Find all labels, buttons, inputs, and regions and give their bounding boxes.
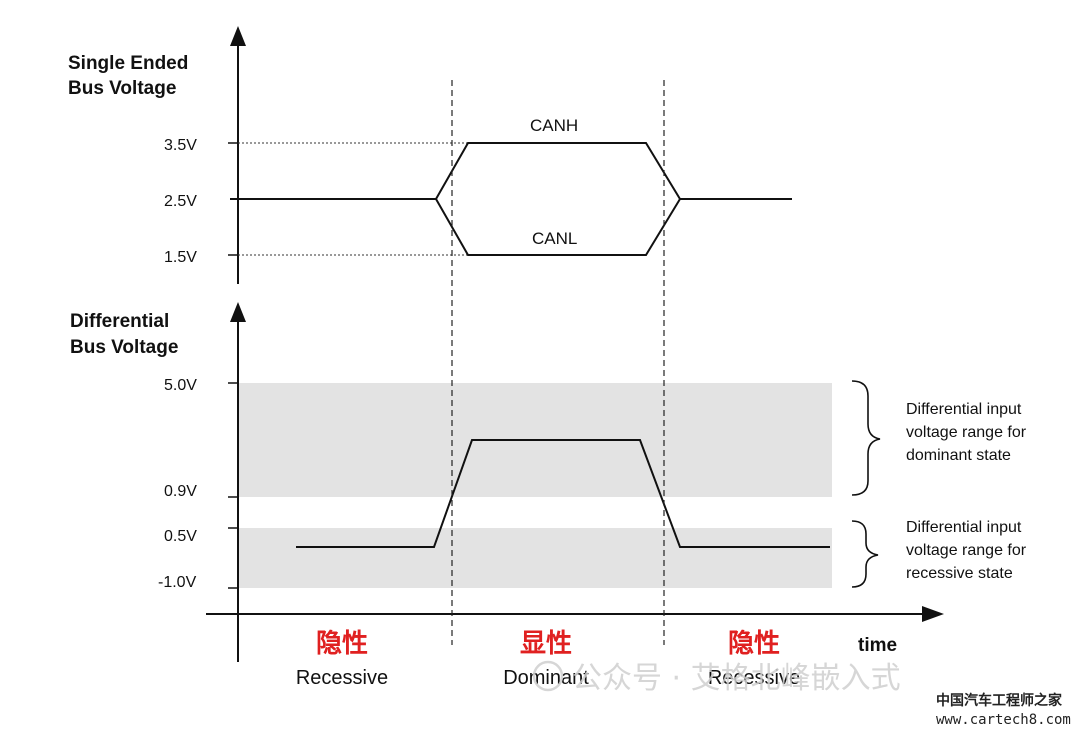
site-watermark-cn: 中国汽车工程师之家 [936, 692, 1063, 709]
bottom-tick-0v5: 0.5V [164, 528, 197, 545]
dominant-note-line1: Differential input [906, 401, 1022, 418]
bottom-tick-5v0: 5.0V [164, 377, 197, 394]
top-tick-3v5: 3.5V [164, 137, 197, 154]
recessive-note-line1: Differential input [906, 519, 1022, 536]
state-1-en: Recessive [296, 667, 388, 689]
canh-label: CANH [530, 116, 578, 135]
top-ylabel-line1: Single Ended [68, 53, 188, 74]
top-chart: Single Ended Bus Voltage 3.5V 2.5V 1.5V … [68, 26, 792, 284]
dominant-note-line3: dominant state [906, 447, 1011, 464]
recessive-range-band [238, 528, 832, 588]
canl-label: CANL [532, 229, 577, 248]
top-tick-2v5: 2.5V [164, 193, 197, 210]
recessive-note-line2: voltage range for [906, 542, 1027, 559]
top-y-axis-arrow [230, 26, 246, 46]
recessive-range-brace [851, 520, 879, 588]
time-axis-arrow [922, 606, 944, 622]
bottom-chart: Differential Bus Voltage time 5.0V 0.9V … [70, 302, 1027, 662]
bottom-tick-0v9: 0.9V [164, 483, 197, 500]
bottom-tick-neg1v0: -1.0V [158, 574, 197, 591]
wechat-icon [532, 660, 564, 692]
bottom-ylabel-line1: Differential [70, 311, 169, 332]
bottom-y-axis-arrow [230, 302, 246, 322]
watermark: 公众号 · 艾格北峰嵌入式 [532, 660, 901, 696]
wechat-watermark: 公众号 · 艾格北峰嵌入式 [572, 661, 901, 696]
state-labels: 隐性 Recessive 显性 Dominant 隐性 Recessive [296, 629, 800, 689]
top-tick-1v5: 1.5V [164, 249, 197, 266]
time-axis-label: time [858, 635, 897, 656]
differential-waveform [296, 439, 830, 548]
site-watermark-url: www.cartech8.com [936, 712, 1071, 728]
recessive-note-line3: recessive state [906, 565, 1013, 582]
dominant-note-line2: voltage range for [906, 424, 1027, 441]
top-ylabel-line2: Bus Voltage [68, 78, 176, 99]
canh-waveform [230, 142, 792, 200]
dominant-range-brace [851, 380, 881, 496]
state-2-cn: 显性 [520, 629, 572, 659]
state-2-en: Dominant [503, 667, 589, 689]
state-1-cn: 隐性 [316, 629, 368, 659]
bottom-ylabel-line2: Bus Voltage [70, 337, 178, 358]
state-3-cn: 隐性 [728, 629, 780, 659]
canl-waveform [435, 198, 681, 256]
state-3-en: Recessive [708, 667, 800, 689]
